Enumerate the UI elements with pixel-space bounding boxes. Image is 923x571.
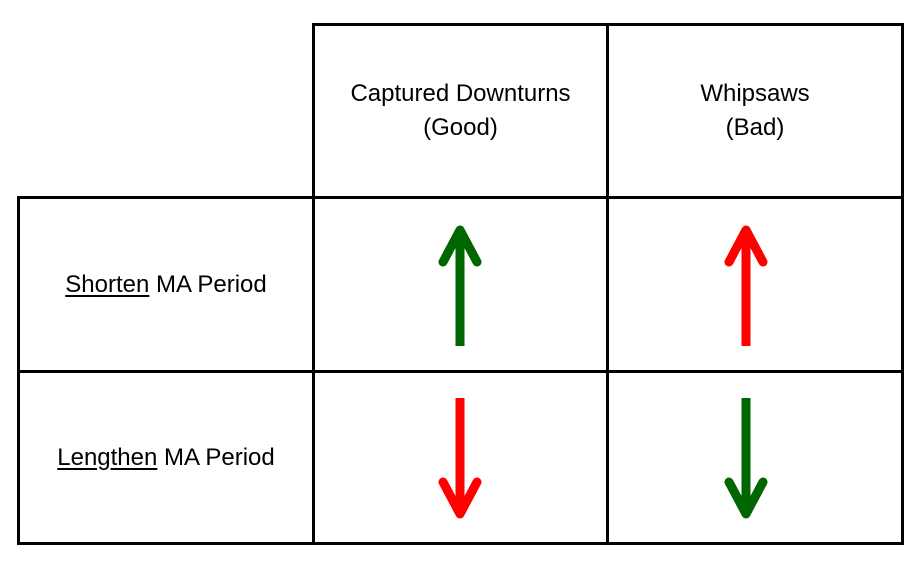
column-header-title: Whipsaws — [700, 80, 810, 107]
column-header-subtitle: (Bad) — [725, 114, 785, 141]
arrow-head — [724, 225, 768, 267]
column-header-whipsaws: Whipsaws (Bad) — [609, 26, 901, 196]
grid-line-header-bottom — [17, 196, 904, 199]
grid-line-col2 — [606, 23, 609, 545]
column-header-captured-downturns: Captured Downturns (Good) — [315, 26, 606, 196]
arrow-head — [724, 477, 768, 519]
grid-line-bottom — [17, 542, 904, 545]
arrow-head — [438, 225, 482, 267]
grid-line-row-divider — [17, 370, 904, 373]
row-label-rest: MA Period — [156, 270, 267, 298]
arrow-down-icon — [724, 398, 768, 519]
arrow-head — [438, 477, 482, 519]
arrow-up-icon — [438, 225, 482, 346]
row-label-lengthen: Lengthen MA Period — [20, 373, 312, 542]
row-label-emphasis: Lengthen — [57, 443, 158, 471]
row-label-rest: MA Period — [164, 443, 275, 471]
grid-line-right — [901, 23, 904, 545]
arrow-down-icon — [438, 398, 482, 519]
row-label-shorten: Shorten MA Period — [20, 199, 312, 370]
column-header-title: Captured Downturns — [350, 80, 571, 107]
column-header-subtitle: (Good) — [423, 114, 498, 141]
row-label-emphasis: Shorten — [65, 270, 150, 298]
grid-line-col1 — [312, 23, 315, 545]
grid-line-left — [17, 196, 20, 545]
arrow-up-icon — [724, 225, 768, 346]
